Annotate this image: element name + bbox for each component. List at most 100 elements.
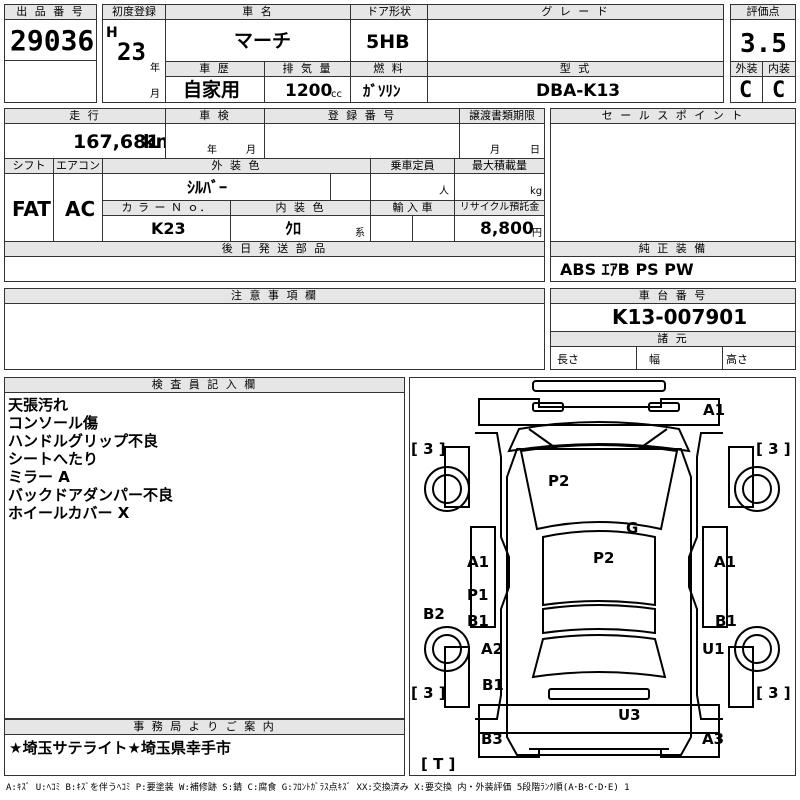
year-unit: 年 [150, 63, 160, 74]
interior-color-cell: ｸﾛ 系 [230, 215, 371, 242]
damage-mark: A3 [702, 730, 725, 748]
import-cell-a [370, 215, 413, 242]
color-no-cell: K23 [102, 215, 231, 242]
mileage-unit: km [143, 131, 165, 153]
right-doors-outline [702, 526, 728, 628]
parts-to-ship-header: 後 日 発 送 部 品 [4, 241, 545, 257]
displacement-cell: 1200 cc [264, 76, 351, 103]
dimensions-header: 諸 元 [550, 331, 796, 347]
inspection-cell: 年 月 [165, 123, 265, 159]
max-load-cell: kg [454, 173, 545, 201]
chassis-number-header: 車 台 番 号 [550, 288, 796, 304]
office-info: ★埼玉サテライト★埼玉県幸手市 [9, 739, 231, 757]
roof-top-outline [532, 380, 666, 392]
shift: FAT [12, 197, 51, 221]
exterior-grade: C [739, 78, 753, 103]
wheel-front-left [432, 474, 462, 504]
lot-number-blank [4, 60, 97, 103]
first-registration-header: 初度登録 [102, 4, 166, 20]
grille-right-outline [648, 402, 680, 412]
height-label: 高さ [726, 353, 748, 366]
length-cell: 長さ [550, 346, 637, 370]
wiper-lines [528, 428, 668, 450]
overall-score: 3.5 [740, 29, 787, 59]
capacity-unit: 人 [439, 186, 449, 197]
tire-rear-right [734, 626, 780, 672]
equipment-header: 純 正 装 備 [550, 241, 796, 257]
inspector-note: シートへたり [8, 450, 99, 468]
transfer-day-unit: 日 [530, 145, 540, 156]
tire-tread-mark: [ 3 ] [756, 684, 791, 702]
length-label: 長さ [557, 353, 579, 366]
damage-legend: A:ｷｽﾞ U:ﾍｺﾐ B:ｷｽﾞを伴うﾍｺﾐ P:要塗装 W:補修跡 S:錆 … [6, 783, 630, 793]
damage-mark: B1 [715, 612, 737, 630]
tire-tread-mark: [ 3 ] [756, 440, 791, 458]
tire-front-right [734, 466, 780, 512]
equipment: ABS ｴｱB PS PW [560, 260, 694, 279]
max-load-unit: kg [530, 186, 543, 197]
left-front-fender-outline [444, 446, 470, 508]
door-type-cell: 5HB [350, 19, 428, 62]
model-code-cell: DBA-K13 [427, 76, 724, 103]
exterior-color: ｼﾙﾊﾞｰ [187, 178, 228, 197]
damage-mark: B1 [482, 676, 504, 694]
month-unit: 月 [150, 89, 160, 100]
registration-year: 23 [117, 38, 146, 66]
notes-header: 注 意 事 項 欄 [4, 288, 545, 304]
car-diagram-frame [409, 377, 796, 776]
tire-front-left [424, 466, 470, 512]
model-code-header: 型 式 [427, 61, 724, 77]
bottom-bumper-outline [478, 705, 720, 758]
sales-point-header: セ ー ル ス ポ イ ン ト [550, 108, 796, 124]
recycle-fee: 8,800 [480, 219, 534, 239]
height-cell: 高さ [722, 346, 796, 370]
right-front-fender-outline [728, 446, 754, 508]
inspection-month-unit: 月 [246, 145, 256, 156]
car-name-header: 車 名 [165, 4, 351, 20]
history: 自家用 [183, 79, 241, 101]
transfer-deadline-cell: 月 日 [459, 123, 545, 159]
roof-outline [542, 530, 656, 607]
tire-rear-left [424, 626, 470, 672]
damage-mark: G [626, 519, 639, 537]
damage-mark: B3 [481, 730, 503, 748]
interior-cell: C [762, 76, 796, 103]
damage-mark: A2 [481, 640, 504, 658]
door-type: 5HB [366, 31, 410, 53]
damage-mark: B2 [423, 605, 445, 623]
wheel-rear-right [742, 634, 772, 664]
office-info-cell: ★埼玉サテライト★埼玉県幸手市 [4, 734, 405, 776]
registration-number-header: 登 録 番 号 [264, 108, 460, 124]
mileage-header: 走 行 [4, 108, 166, 124]
aircon-header: エアコン [53, 158, 103, 174]
era: H [106, 25, 118, 41]
aircon: AC [65, 197, 96, 221]
damage-mark: A1 [703, 401, 726, 419]
lot-number-cell: 29036 [4, 19, 97, 61]
left-rear-fender-outline [444, 646, 470, 708]
inspector-note: ミラー A [8, 468, 70, 486]
chassis-number: K13-007901 [612, 305, 748, 329]
first-registration-cell: H 23 年 月 [102, 19, 166, 103]
shift-header: シフト [4, 158, 54, 174]
damage-mark: A1 [467, 553, 490, 571]
car-diagram [424, 380, 780, 758]
car-name: マーチ [234, 30, 292, 52]
interior-color: ｸﾛ [285, 219, 302, 238]
left-side-outline [475, 432, 510, 720]
inspector-note: コンソール傷 [8, 414, 99, 432]
damage-mark: P1 [467, 586, 489, 604]
rear-hatch-outline [531, 634, 667, 679]
mileage: 167,681 [73, 131, 160, 153]
damage-mark: U1 [702, 640, 725, 658]
rear-bumper-outline [478, 704, 720, 734]
grade-cell [427, 19, 724, 62]
damage-mark: P2 [593, 549, 615, 567]
exterior-cell: C [730, 76, 763, 103]
interior-header: 内装 [762, 61, 796, 77]
displacement-unit: cc [331, 89, 342, 100]
interior-grade: C [772, 78, 786, 103]
damage-mark: U3 [618, 706, 641, 724]
office-info-header: 事 務 局 よ り ご 案 内 [4, 719, 405, 735]
mileage-cell: 167,681 km [4, 123, 166, 159]
